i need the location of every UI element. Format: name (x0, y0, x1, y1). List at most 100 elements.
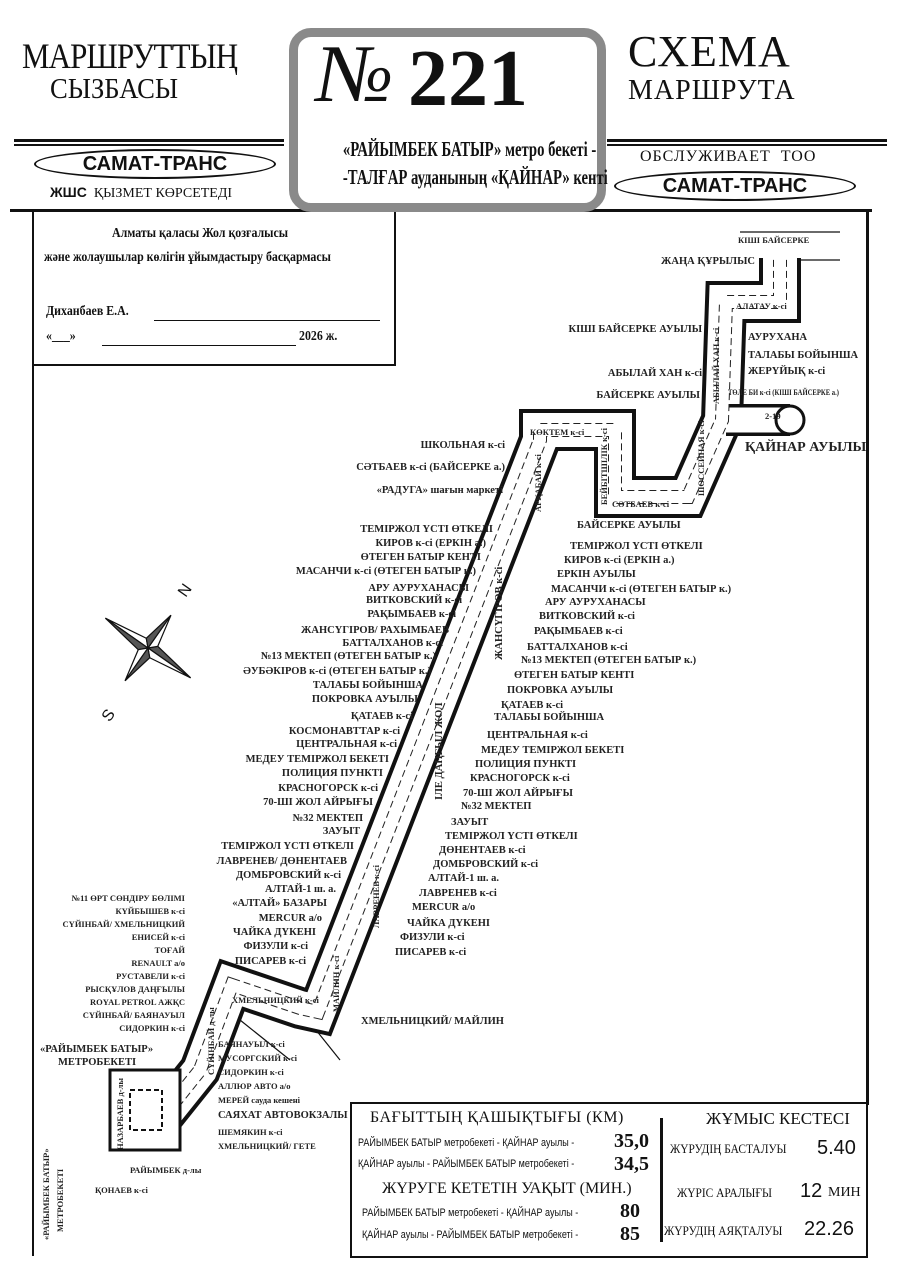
time-title: ЖҮРУГЕ КЕТЕТІН УАҚЫТ (МИН.) (382, 1180, 632, 1197)
right-stop-label: АЛТАЙ-1 ш. а. (428, 873, 499, 884)
end-label: ЖҮРУДІҢ АЯҚТАЛУЫ (664, 1223, 783, 1238)
north-stop-label: АУРУХАНА (748, 332, 808, 343)
left-stop-label: ШКОЛЬНАЯ к-сі (420, 440, 505, 451)
left-stop-label: РАҚЫМБАЕВ к-сі (367, 609, 456, 620)
operator-badge-left: САМАТ-ТРАНС (34, 149, 276, 179)
metro-label-2-label: МЕТРОБЕКЕТІ (58, 1057, 137, 1068)
left-stop-label: 70-ШІ ЖОЛ АЙРЫҒЫ (263, 797, 373, 808)
south-left-label: РЫСҚҰЛОВ ДАҢҒЫЛЫ (85, 984, 185, 994)
south-left-label: СҮЙІНБАЙ/ ХМЕЛЬНИЦКИЙ (62, 919, 185, 929)
left-stop-label: СӘТБАЕВ к-сі (БАЙСЕРКЕ а.) (356, 462, 505, 473)
north-slanted-label: БАЙСЕРКЕ АУЫЛЫ (596, 390, 700, 401)
south-right-label: БАЯНАУЫЛ к-сі (218, 1039, 285, 1049)
metro-vertical-1-label: «РАЙЫМБЕК БАТЫР» (41, 1148, 51, 1240)
date-day: «___» (46, 329, 76, 344)
street-label: АРҚАБАЙ к-сі (533, 454, 543, 512)
north-stop-label: ЖЕРҮЙЫҚ к-сі (748, 366, 826, 377)
right-stop-label: АРУ АУРУХАНАСЫ (545, 597, 646, 608)
time-row-value: 85 (620, 1223, 640, 1245)
right-stop-label: MERCUR а/о (412, 902, 476, 913)
south-right-label: МЕРЕЙ сауда кешені (218, 1095, 301, 1105)
right-stop-label: ПОЛИЦИЯ ПУНКТІ (475, 759, 577, 770)
distance-title: БАҒЫТТЫҢ ҚАШЫҚТЫҒЫ (КМ) (370, 1109, 624, 1126)
north-stop-label: ТАЛАБЫ БОЙЫНША (748, 350, 859, 361)
right-stop-label: ӨТЕГЕН БАТЫР КЕНТІ (514, 670, 635, 681)
left-stop-label: АЛТАЙ-1 ш. а. (265, 884, 336, 895)
left-stop-label: ПОЛИЦИЯ ПУНКТІ (281, 768, 383, 779)
left-stop-label: КИРОВ к-сі (ЕРКІН а.) (375, 538, 486, 549)
north-stop-label: ҚАЙНАР АУЫЛЫ (745, 440, 867, 455)
south-right-label: СИДОРКИН к-сі (218, 1067, 284, 1077)
right-stop-label: ЗАУЫТ (451, 817, 489, 828)
schedule-title: ЖҰМЫС КЕСТЕСІ (706, 1109, 850, 1128)
right-stop-label: №32 МЕКТЕП (461, 801, 532, 812)
south-right-label: ШЕМЯКИН к-сі (218, 1127, 283, 1137)
left-stop-label: №13 МЕКТЕП (ӨТЕГЕН БАТЫР к.) (260, 651, 436, 662)
route-path (108, 258, 806, 1152)
frame-right (866, 210, 869, 1105)
right-stop-label: ТЕМІРЖОЛ ҮСТІ ӨТКЕЛІ (445, 831, 578, 842)
right-stop-label: 70-ШІ ЖОЛ АЙРЫҒЫ (463, 788, 573, 799)
south-left-label: РУСТАВЕЛИ к-сі (116, 971, 185, 981)
right-stop-label: ХМЕЛЬНИЦКИЙ/ МАЙЛИН (361, 1016, 504, 1027)
subtitle-right: МАРШРУТА (628, 75, 796, 106)
right-stop-label: ҚАТАЕВ к-сі (501, 700, 564, 711)
left-stop-label: АРУ АУРУХАНАСЫ (368, 583, 469, 594)
right-stop-label: БАТТАЛХАНОВ к-сі (527, 642, 628, 653)
left-stop-label: ДОМБРОВСКИЙ к-сі (235, 870, 341, 881)
left-stop-label: ТАЛАБЫ БОЙЫНША (312, 680, 423, 691)
street-label: ЛАВРЕНЕВ к-сі (371, 865, 381, 928)
metro-label-1-label: «РАЙЫМБЕК БАТЫР» (40, 1044, 154, 1055)
right-stop-label: ЧАЙКА ДҮКЕНІ (407, 918, 490, 929)
metro-vertical-2-label: МЕТРОБЕКЕТІ (55, 1168, 65, 1232)
right-stop-label: ВИТКОВСКИЙ к-сі (539, 611, 635, 622)
number-sign: № (316, 28, 394, 119)
left-stop-label: ЦЕНТРАЛЬНАЯ к-сі (296, 739, 397, 750)
operator-caption-right: ОБСЛУЖИВАЕТ ТОО (640, 148, 817, 165)
company-type: ЖШС (50, 184, 87, 200)
date-year: 2026 ж. (299, 329, 338, 344)
right-stop-label: МЕДЕУ ТЕМІРЖОЛ БЕКЕТІ (481, 745, 625, 756)
left-stop-label: ЗАУЫТ (322, 826, 360, 837)
left-stop-label: ТЕМІРЖОЛ ҮСТІ ӨТКЕЛІ (221, 841, 354, 852)
right-stop-label: МАСАНЧИ к-сі (ӨТЕГЕН БАТЫР к.) (551, 584, 732, 595)
south-right-label: МУСОРГСКИЙ к-сі (218, 1053, 298, 1063)
left-stop-label: «РАДУГА» шағын маркеті (376, 485, 503, 496)
divider (14, 139, 284, 146)
approval-box: Алматы қаласы Жол қозғалысы және жолаушы… (32, 212, 396, 366)
left-stop-label: КОСМОНАВТТАР к-сі (288, 726, 400, 737)
right-stop-label: ЕРКІН АУЫЛЫ (557, 569, 636, 580)
left-stop-label: БАТТАЛХАНОВ к-сі (342, 638, 443, 649)
service-caption: ҚЫЗМЕТ КӨРСЕТЕДІ (93, 186, 233, 201)
right-stop-label: ФИЗУЛИ к-сі (400, 932, 465, 943)
right-stop-label: ПОКРОВКА АУЫЛЫ (507, 685, 614, 696)
distance-row-label: ҚАЙНАР ауылы - РАЙЫМБЕК БАТЫР метробекет… (358, 1158, 575, 1170)
title-left: МАРШРУТТЫҢ (22, 36, 238, 76)
panel-divider (660, 1118, 663, 1242)
street-label: НАЗАРБАЕВ д-лы (115, 1077, 125, 1150)
distance-row-value: 35,0 (614, 1130, 649, 1152)
distance-row-value: 34,5 (614, 1153, 649, 1175)
left-stop-label: ПОКРОВКА АУЫЛЫ (311, 694, 418, 705)
interval-value: 12 (800, 1180, 823, 1202)
street-label: АЛАТАУ к-сі (736, 301, 787, 311)
street-label: КӨКТЕМ к-сі (530, 427, 585, 437)
route-number-box: № 221 «РАЙЫМБЕК БАТЫР» метро бекеті - -Т… (289, 28, 608, 212)
route-info-panel: БАҒЫТТЫҢ ҚАШЫҚТЫҒЫ (КМ) РАЙЫМБЕК БАТЫР м… (350, 1102, 868, 1258)
south-right-label: САЯХАТ АВТОВОКЗАЛЫ (218, 1110, 348, 1121)
left-stop-label: MERCUR а/о (258, 913, 322, 924)
frame-left (32, 366, 34, 1256)
end-value: 22.26 (804, 1218, 855, 1240)
right-stop-label: РАҚЫМБАЕВ к-сі (534, 626, 623, 637)
street-label: МАЙЛИН к-сі (331, 955, 341, 1012)
left-stop-label: ТЕМІРЖОЛ ҮСТІ ӨТКЕЛІ (360, 524, 493, 535)
start-label: ЖҮРУДІҢ БАСТАЛУЫ (670, 1141, 787, 1156)
approval-authority-1: Алматы қаласы Жол қозғалысы (112, 226, 289, 241)
north-slanted-label: КІШІ БАЙСЕРКЕ АУЫЛЫ (568, 324, 702, 335)
interval-label: ЖҮРІС АРАЛЫҒЫ (677, 1185, 772, 1200)
right-stop-label: ЦЕНТРАЛЬНАЯ к-сі (487, 730, 588, 741)
right-stop-label: БАЙСЕРКЕ АУЫЛЫ (577, 520, 681, 531)
street-label: БЕЙБІТШІЛІК к-сі (599, 428, 609, 505)
right-stop-label: ПИСАРЕВ к-сі (395, 947, 467, 958)
